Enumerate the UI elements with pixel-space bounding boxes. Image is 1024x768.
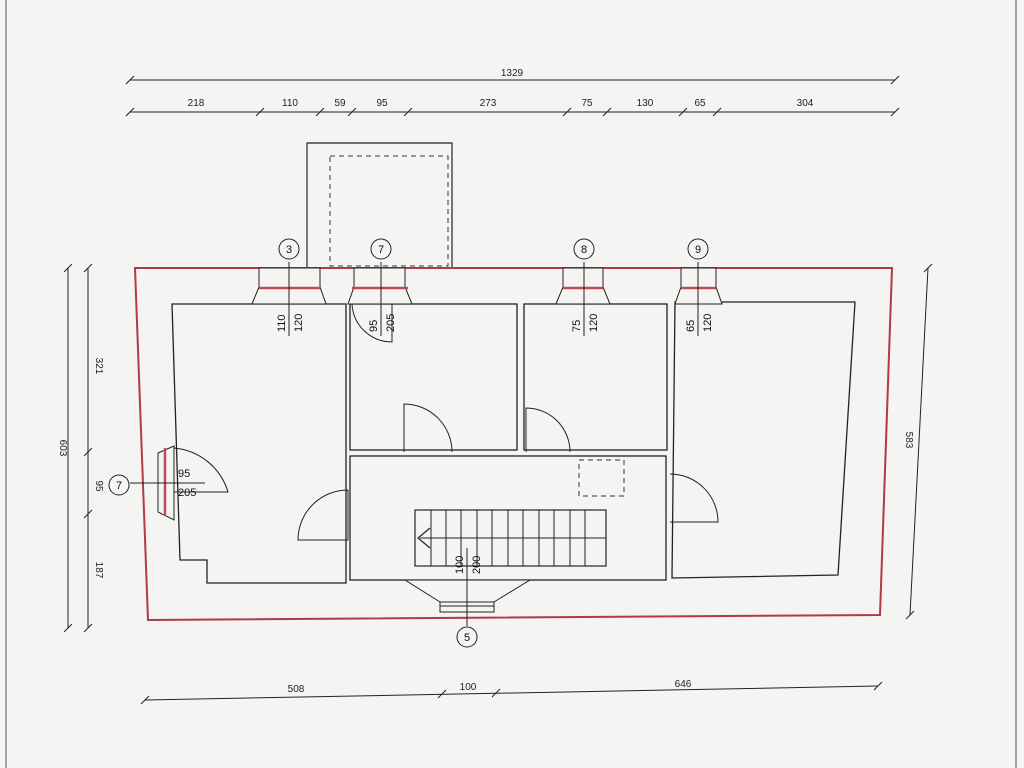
opening-9-width: 65 [685, 320, 697, 332]
opening-9-height: 120 [702, 314, 714, 332]
door-swing-room-middle [403, 403, 453, 453]
top-seg-2: 110 [282, 98, 298, 109]
top-total-dimension: 1329 [125, 68, 900, 85]
staircase [414, 509, 607, 567]
top-seg-4: 95 [376, 98, 388, 109]
opening-5-mark: 5 [464, 632, 470, 644]
outer-wall [133, 267, 894, 622]
top-seg-9: 304 [797, 98, 814, 109]
right-total-dimension: 583 [903, 263, 933, 620]
top-seg-8: 65 [694, 98, 706, 109]
right-total-label: 583 [903, 432, 914, 449]
opening-5-height: 200 [471, 556, 483, 574]
bottom-segment-dimensions: 508 100 646 [140, 679, 883, 705]
opening-7-left-mark: 7 [116, 480, 122, 492]
top-annex [306, 142, 453, 268]
opening-5-width: 100 [454, 556, 466, 574]
opening-8-mark: 8 [581, 244, 587, 256]
opening-9-mark: 9 [695, 244, 701, 256]
opening-5-label: 100 200 5 [454, 548, 483, 648]
opening-7-left-label: 95 205 7 [108, 468, 205, 499]
bottom-seg-3: 646 [675, 679, 692, 690]
opening-8-mark-circle [573, 238, 595, 260]
room-right [671, 301, 856, 579]
top-segment-dimensions: 218 110 59 95 273 75 130 65 304 [125, 98, 900, 117]
top-total-label: 1329 [501, 68, 524, 79]
top-seg-7: 130 [637, 98, 654, 109]
left-total-dimension: 603 [57, 263, 73, 633]
opening-3-mark: 3 [286, 244, 292, 256]
opening-7-top-label: 95 205 7 [368, 238, 397, 336]
opening-8-width: 75 [571, 320, 583, 332]
opening-9-label: 65 120 9 [685, 238, 714, 336]
bottom-seg-1: 508 [288, 684, 305, 695]
opening-8-height: 120 [588, 314, 600, 332]
opening-7-left-mark-circle [108, 474, 130, 496]
opening-7-top-mark-circle [370, 238, 392, 260]
top-seg-5: 273 [480, 98, 497, 109]
door-swing-room-center [525, 407, 571, 453]
opening-9-mark-circle [687, 238, 709, 260]
hall-dashed-hatch [578, 459, 625, 497]
door-swing-right-room [669, 473, 719, 523]
top-seg-3: 59 [334, 98, 346, 109]
left-segment-dimensions: 321 95 187 [83, 263, 104, 633]
left-seg-3: 187 [93, 562, 104, 579]
opening-3-label: 110 120 3 [276, 238, 305, 336]
room-top-middle [349, 303, 518, 451]
door-swing-top-middle [351, 303, 393, 343]
opening-7-left-height: 205 [178, 487, 196, 499]
door-swing-left-room [297, 489, 349, 541]
opening-8-frame [555, 267, 611, 305]
door-swing-left [173, 447, 229, 493]
top-seg-6: 75 [581, 98, 593, 109]
left-total-label: 603 [57, 440, 68, 457]
opening-7-top-height: 205 [385, 314, 397, 332]
stair-arrow-icon [417, 527, 431, 549]
left-seg-1: 321 [93, 358, 104, 375]
room-left [171, 303, 347, 584]
left-seg-2: 95 [93, 480, 104, 492]
opening-7-top-frame [347, 267, 413, 305]
opening-3-mark-circle [278, 238, 300, 260]
opening-7-top-width: 95 [368, 320, 380, 332]
opening-7-left-width: 95 [178, 468, 190, 480]
opening-5-mark-circle [456, 626, 478, 648]
bottom-seg-2: 100 [460, 682, 477, 693]
opening-7-top-mark: 7 [378, 244, 384, 256]
opening-8-label: 75 120 8 [571, 238, 600, 336]
opening-3-height: 120 [293, 314, 305, 332]
opening-3-width: 110 [276, 314, 288, 332]
top-seg-1: 218 [188, 98, 205, 109]
annex-dashed-outline [329, 155, 449, 267]
